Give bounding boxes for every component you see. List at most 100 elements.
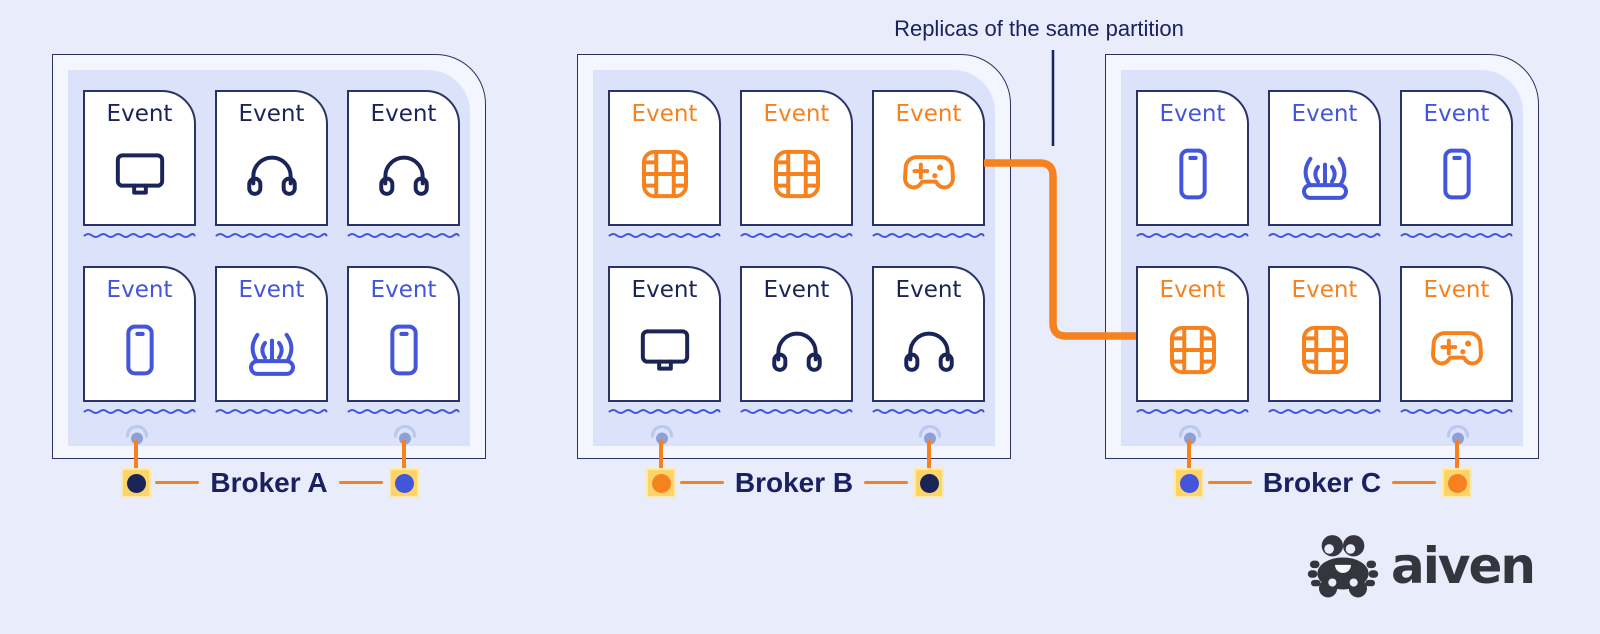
squiggle-line (1400, 231, 1513, 240)
event-card: Event (83, 266, 196, 402)
event-card: Event (1136, 90, 1249, 226)
partition-marker-right (914, 468, 944, 498)
film-icon (1295, 305, 1355, 400)
event-cell: Event (83, 266, 196, 416)
headphones-icon (899, 305, 959, 400)
squiggle-line (347, 231, 460, 240)
squiggle-line (872, 407, 985, 416)
event-card: Event (215, 266, 328, 402)
smartphone-icon (110, 305, 170, 400)
event-cell: Event (740, 90, 853, 240)
partition-dot-right (919, 473, 939, 493)
event-label: Event (1159, 277, 1226, 303)
event-card: Event (740, 90, 853, 226)
event-card: Event (215, 90, 328, 226)
connector-line-right (927, 440, 931, 470)
partition-dot-left (651, 473, 671, 493)
squiggle-line (347, 407, 460, 416)
connector-line-left (1187, 440, 1191, 470)
label-line-left (155, 481, 199, 484)
crab-icon (1307, 535, 1379, 598)
event-card: Event (347, 90, 460, 226)
event-label: Event (1291, 101, 1358, 127)
event-label: Event (763, 101, 830, 127)
event-card: Event (740, 266, 853, 402)
event-cell: Event (1268, 90, 1381, 240)
partition-dot-right (394, 473, 414, 493)
squiggle-line (872, 231, 985, 240)
event-cell: Event (608, 266, 721, 416)
partition-row-bottom: Event Event Event (83, 266, 470, 416)
event-label: Event (370, 277, 437, 303)
monitor-icon (110, 129, 170, 224)
event-card: Event (83, 90, 196, 226)
event-cell: Event (215, 266, 328, 416)
squiggle-line (740, 407, 853, 416)
event-label: Event (106, 277, 173, 303)
event-label: Event (1423, 101, 1490, 127)
event-card: Event (872, 90, 985, 226)
event-cell: Event (347, 266, 460, 416)
event-label: Event (238, 101, 305, 127)
film-icon (1163, 305, 1223, 400)
event-cell: Event (215, 90, 328, 240)
partition-marker-right (1442, 468, 1472, 498)
broker-name: Broker B (734, 467, 854, 498)
partition-dot-right (1447, 473, 1467, 493)
squiggle-line (1136, 231, 1249, 240)
event-label: Event (370, 101, 437, 127)
film-icon (767, 129, 827, 224)
aiven-wordmark: aiven (1391, 537, 1536, 595)
event-cell: Event (1400, 266, 1513, 416)
smartphone-icon (1163, 129, 1223, 224)
partition-row-top: Event Event Event (83, 90, 470, 240)
router-icon (1295, 129, 1355, 224)
partition-marker-left (121, 468, 151, 498)
event-cell: Event (872, 266, 985, 416)
event-cell: Event (83, 90, 196, 240)
label-line-left (1208, 481, 1252, 484)
router-icon (242, 305, 302, 400)
annotation-label: Replicas of the same partition (894, 16, 1184, 41)
squiggle-line (215, 407, 328, 416)
squiggle-line (1268, 407, 1381, 416)
connector-line-right (1455, 440, 1459, 470)
broker-name: Broker A (210, 467, 328, 498)
squiggle-line (1400, 407, 1513, 416)
event-label: Event (631, 277, 698, 303)
event-cell: Event (608, 90, 721, 240)
event-card: Event (1136, 266, 1249, 402)
event-label: Event (1291, 277, 1358, 303)
event-label: Event (106, 101, 173, 127)
event-label: Event (763, 277, 830, 303)
gamepad-icon (899, 129, 959, 224)
squiggle-line (83, 407, 196, 416)
monitor-icon (635, 305, 695, 400)
label-line-right (864, 481, 908, 484)
partition-row-bottom: Event Event Event (1136, 266, 1523, 416)
label-line-left (680, 481, 724, 484)
headphones-icon (242, 129, 302, 224)
partition-marker-left (646, 468, 676, 498)
event-label: Event (238, 277, 305, 303)
event-cell: Event (347, 90, 460, 240)
event-card: Event (872, 266, 985, 402)
squiggle-line (608, 231, 721, 240)
event-cell: Event (740, 266, 853, 416)
label-line-right (1392, 481, 1436, 484)
squiggle-line (1268, 231, 1381, 240)
event-card: Event (1268, 90, 1381, 226)
squiggle-line (740, 231, 853, 240)
gamepad-icon (1427, 305, 1487, 400)
squiggle-line (215, 231, 328, 240)
connector-line-left (134, 440, 138, 470)
event-cell: Event (1136, 90, 1249, 240)
